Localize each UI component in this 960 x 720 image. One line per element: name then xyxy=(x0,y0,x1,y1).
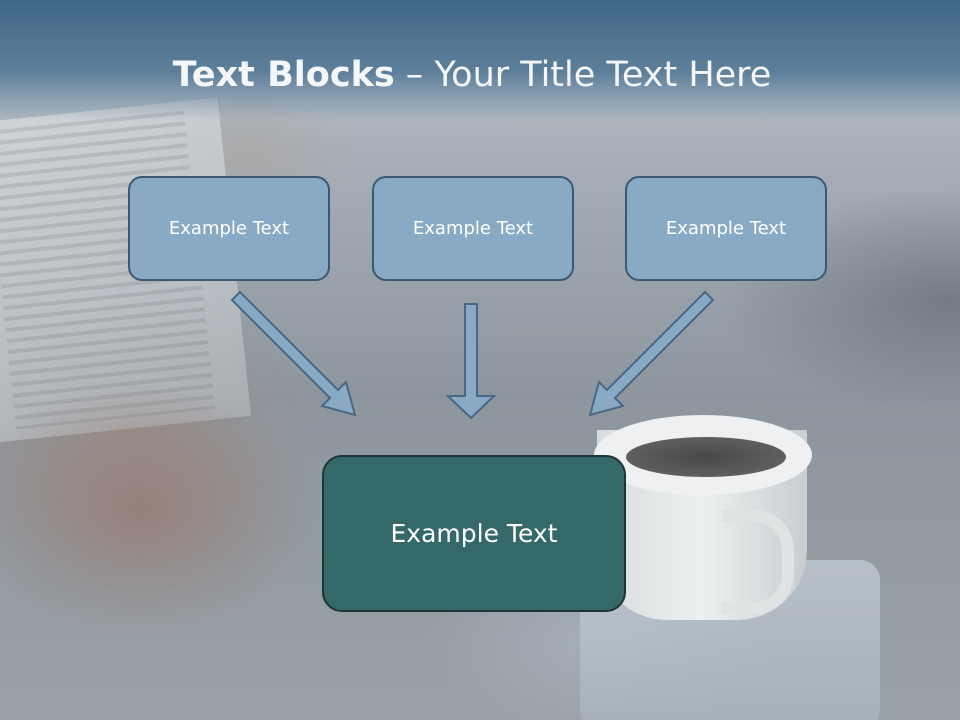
coffee-surface xyxy=(626,437,786,477)
title-rest: Your Title Text Here xyxy=(434,55,772,95)
main-text-block-label: Example Text xyxy=(390,519,558,548)
text-block-1-label: Example Text xyxy=(168,218,290,239)
title-bold: Text Blocks xyxy=(172,55,395,95)
arrow-left-diagonal xyxy=(230,290,357,417)
text-block-2[interactable]: Example Text xyxy=(372,176,574,281)
arrow-center-down xyxy=(445,303,497,420)
text-block-1[interactable]: Example Text xyxy=(128,176,330,281)
text-block-3-label: Example Text xyxy=(665,218,787,239)
text-block-3[interactable]: Example Text xyxy=(625,176,827,281)
main-text-block[interactable]: Example Text xyxy=(322,455,626,612)
title-bar xyxy=(0,0,960,120)
hand-image xyxy=(0,380,320,640)
title-dash: – xyxy=(394,55,435,95)
arrow-right-diagonal xyxy=(588,290,715,417)
text-block-2-label: Example Text xyxy=(412,218,534,239)
slide-title: Text Blocks – Your Title Text Here xyxy=(0,55,944,95)
